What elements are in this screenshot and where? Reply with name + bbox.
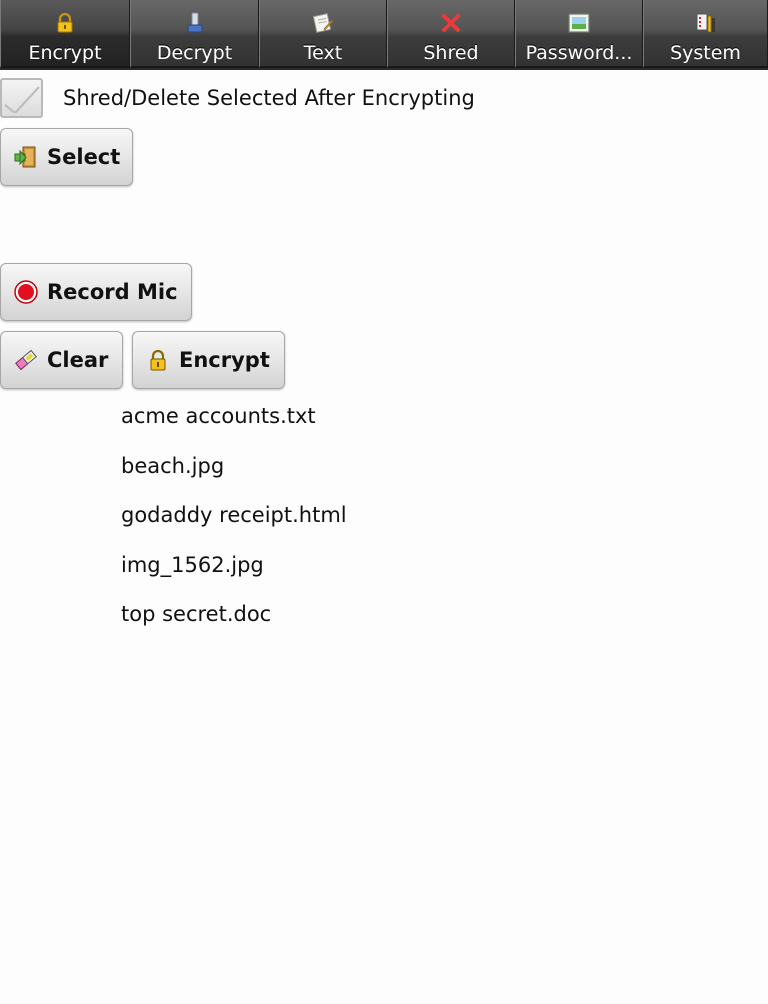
tab-text[interactable]: Text [259,0,387,68]
select-button[interactable]: Select [0,128,133,186]
record-dot-icon [14,280,38,304]
file-list-item[interactable]: godaddy receipt.html [121,503,347,528]
tab-label: Encrypt [28,42,102,64]
file-list-item[interactable]: beach.jpg [121,453,225,478]
system-tools-icon [695,12,717,34]
tab-bar: Encrypt Decrypt Text Shred [0,0,768,70]
select-button-label: Select [47,145,121,169]
tab-label: Shred [423,42,479,64]
tab-password[interactable]: Password... [515,0,643,68]
shred-after-checkbox[interactable] [0,78,43,118]
tab-system[interactable]: System [643,0,768,68]
record-mic-button-label: Record Mic [47,280,178,304]
selected-files-list: acme accounts.txt beach.jpg godaddy rece… [121,397,347,645]
tab-decrypt[interactable]: Decrypt [130,0,259,68]
checkmark-icon [3,86,40,113]
import-file-icon [14,145,38,169]
tab-label: Decrypt [156,42,233,64]
lock-icon [146,348,170,372]
tab-label: Text [303,42,343,64]
file-list-item[interactable]: top secret.doc [121,602,272,627]
tab-label: System [670,42,741,64]
encrypt-button[interactable]: Encrypt [132,331,285,389]
key-icon [184,12,206,34]
eraser-icon [14,348,38,372]
file-list-item[interactable]: img_1562.jpg [121,552,264,577]
clear-button-label: Clear [47,348,109,372]
shred-option-row: Shred/Delete Selected After Encrypting [0,76,475,120]
picture-icon [568,12,590,34]
shred-after-label: Shred/Delete Selected After Encrypting [63,86,475,110]
record-mic-button[interactable]: Record Mic [0,263,192,321]
tab-shred[interactable]: Shred [387,0,515,68]
clear-button[interactable]: Clear [0,331,123,389]
lock-icon [54,12,76,34]
notepad-icon [312,12,334,34]
tab-encrypt[interactable]: Encrypt [0,0,130,68]
red-x-icon [440,12,462,34]
file-list-item[interactable]: acme accounts.txt [121,404,316,428]
tab-label: Password... [525,42,633,64]
encrypt-button-label: Encrypt [179,348,270,372]
